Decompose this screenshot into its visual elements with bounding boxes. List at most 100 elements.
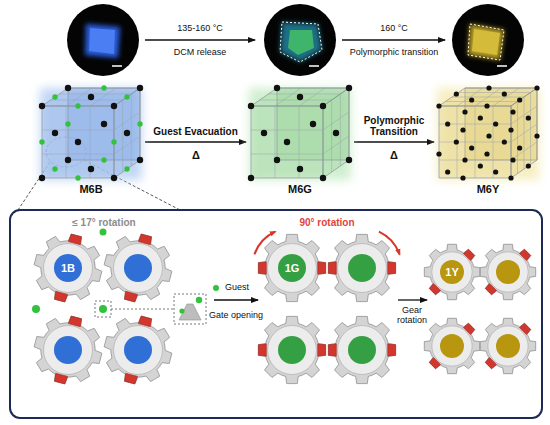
host-molecule <box>445 121 450 126</box>
process-arrow <box>145 39 255 40</box>
lattice-line <box>51 100 123 101</box>
molecular-gear <box>328 234 395 301</box>
gear-face <box>488 326 528 366</box>
host-molecule <box>101 121 107 127</box>
lattice-line <box>340 94 341 166</box>
lattice-line <box>323 136 349 154</box>
gear-body <box>480 244 535 299</box>
host-molecule <box>510 157 515 162</box>
photo-ground <box>67 4 139 76</box>
host-molecule <box>274 157 280 163</box>
molecular-gear: 1G <box>258 234 326 302</box>
molecular-gear: 1B <box>34 234 102 302</box>
host-molecule <box>320 103 326 109</box>
host-molecule <box>460 127 465 132</box>
host-molecule <box>508 175 513 180</box>
zoom-line <box>111 309 174 310</box>
annotation: 135-160 °C <box>177 24 223 34</box>
guest-molecule <box>39 139 44 144</box>
host-molecule <box>510 109 515 114</box>
crystal-photo <box>264 4 336 76</box>
gear-body <box>480 318 535 373</box>
host-molecule <box>137 157 143 163</box>
gear-array <box>34 234 536 384</box>
scale-bar <box>309 65 319 67</box>
lattice-face <box>323 88 349 178</box>
host-molecule <box>462 157 467 162</box>
gear-tooth <box>138 234 151 245</box>
molecular-gear <box>424 318 479 373</box>
crystal-lattice: M6Y <box>437 88 539 195</box>
lattice-drawing <box>40 88 142 182</box>
lattice-line <box>114 136 140 154</box>
guest-molecule <box>100 229 107 236</box>
guest-molecule <box>196 297 202 303</box>
molecular-gear <box>480 318 535 373</box>
host-molecule <box>65 157 71 163</box>
lattice-line <box>439 160 511 161</box>
crystal <box>288 30 314 55</box>
host-molecule <box>486 85 491 90</box>
molecular-gear <box>424 244 479 299</box>
molecular-gear <box>104 234 172 302</box>
crystal-lattice: M6B <box>40 88 142 195</box>
host-molecule <box>346 157 352 163</box>
annotation: Δ <box>192 149 200 161</box>
host-molecule <box>39 103 45 109</box>
gear-label: 1B <box>61 262 75 274</box>
gear-body <box>328 234 395 301</box>
gear-tooth <box>328 262 336 274</box>
lattice-line <box>493 88 519 106</box>
crystal <box>89 28 115 54</box>
process-arrow <box>145 141 246 142</box>
crystal-outline <box>468 24 504 60</box>
host-molecule <box>436 151 441 156</box>
host-molecule <box>124 130 130 136</box>
host-molecule <box>484 103 489 108</box>
host-molecule <box>137 85 143 91</box>
lattice-face <box>114 88 140 178</box>
guest-molecule <box>101 85 106 90</box>
gear-tooth <box>318 262 326 274</box>
host-molecule <box>52 130 58 136</box>
molecular-gear <box>480 244 535 299</box>
gear-tooth <box>328 344 336 356</box>
host-molecule <box>460 175 465 180</box>
gear-core <box>348 254 376 282</box>
annotation: DCM release <box>174 48 227 58</box>
lattice-line <box>251 154 323 155</box>
host-molecule <box>333 130 339 136</box>
crystal-photo <box>67 4 139 76</box>
gear-tooth <box>55 291 68 302</box>
lattice-line <box>42 154 114 155</box>
gear-label: 1Y <box>445 266 458 278</box>
lattice-line <box>524 97 525 169</box>
gear-face <box>268 326 317 375</box>
host-molecule <box>284 139 290 145</box>
guest-molecule <box>52 94 57 99</box>
material-label: M6Y <box>477 88 500 195</box>
gear-face <box>432 252 472 292</box>
host-molecule <box>454 139 459 144</box>
gear-tooth <box>258 344 266 356</box>
host-molecule <box>261 130 267 136</box>
annotation: ≤ 17° rotation <box>72 217 135 228</box>
gear-core <box>348 336 376 364</box>
gear-body <box>104 234 172 302</box>
lattice-line <box>331 100 332 172</box>
host-molecule <box>517 145 522 150</box>
host-molecule <box>486 133 491 138</box>
gear-body <box>328 316 395 383</box>
lattice-line <box>251 130 323 131</box>
gear-face <box>114 244 163 293</box>
lattice-cube <box>248 85 352 181</box>
inset-panel <box>10 210 542 418</box>
lattice-line <box>530 93 531 165</box>
host-molecule <box>320 175 326 181</box>
photo-ground <box>452 4 524 76</box>
gear-face <box>268 244 317 293</box>
guest-molecule <box>99 305 107 313</box>
host-molecule <box>526 115 531 120</box>
